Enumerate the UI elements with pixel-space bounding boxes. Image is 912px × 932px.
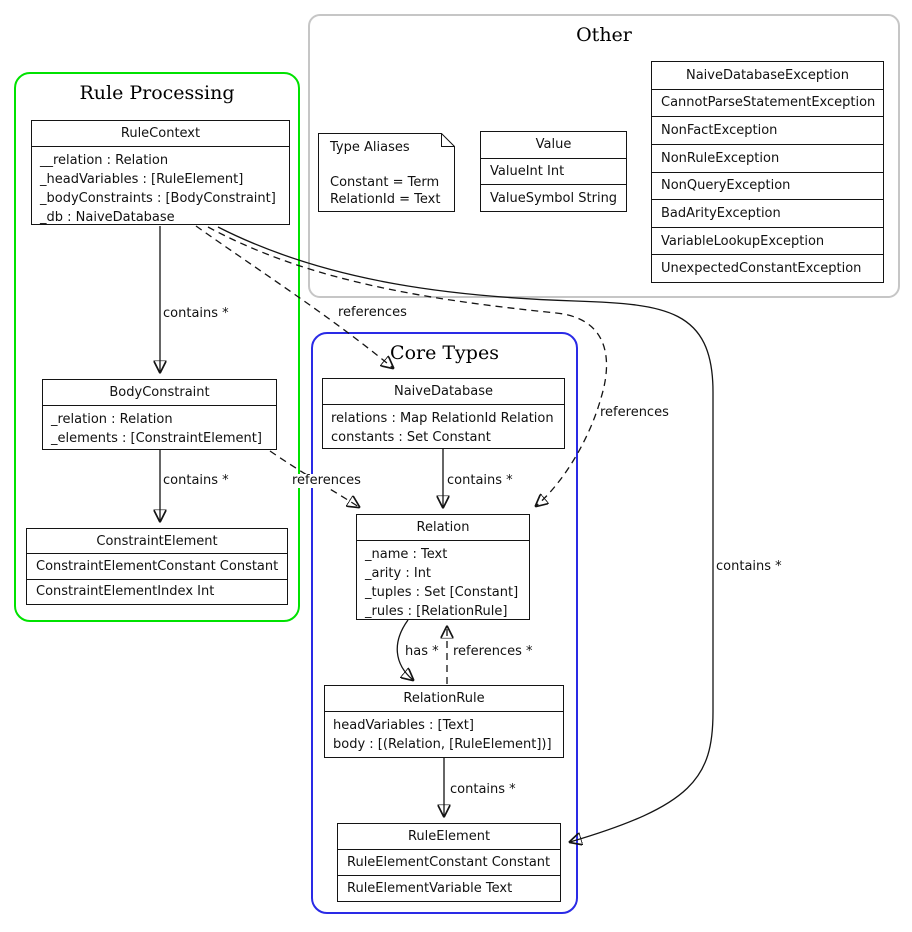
class-box-naivedatabase: NaiveDatabase relations : Map RelationId… (322, 378, 565, 449)
class-title-naivedatabase: NaiveDatabase (323, 379, 564, 405)
field: _rules : [RelationRule] (365, 604, 508, 619)
note-fold-icon (441, 133, 455, 147)
class-title-relationrule: RelationRule (325, 686, 563, 712)
field: constants : Set Constant (331, 430, 491, 445)
field: _headVariables : [RuleElement] (40, 172, 244, 187)
field: __relation : Relation (40, 153, 169, 168)
variant-row: NonQueryException (652, 173, 883, 201)
edge-label-contains: contains * (715, 559, 783, 574)
field: body : [(Relation, [RuleElement])] (333, 737, 552, 752)
class-title-rulecontext: RuleContext (32, 121, 289, 147)
field: _tuples : Set [Constant] (365, 585, 519, 600)
class-title-ruleelement: RuleElement (338, 824, 560, 850)
class-box-value: Value ValueInt Int ValueSymbol String (480, 131, 627, 212)
variant-row: ConstraintElementIndex Int (36, 584, 215, 600)
note-alias: Constant = Term (330, 175, 440, 190)
class-title-constraintelement: ConstraintElement (27, 529, 287, 555)
class-box-bodyconstraint: BodyConstraint _relation : Relation _ele… (42, 379, 277, 450)
variant-row: ValueSymbol String (490, 190, 618, 206)
class-box-naivedatabaseexception: NaiveDatabaseException CannotParseStatem… (651, 61, 884, 283)
note-type-aliases: Type Aliases Constant = Term RelationId … (318, 133, 455, 212)
field: headVariables : [Text] (333, 718, 474, 733)
class-title-naivedatabaseexception: NaiveDatabaseException (652, 62, 883, 90)
variant-row: CannotParseStatementException (652, 90, 883, 118)
field: _bodyConstraints : [BodyConstraint] (40, 191, 276, 206)
variant-row: BadArityException (652, 200, 883, 228)
edge-label-references: references (337, 305, 408, 320)
variant-row: UnexpectedConstantException (661, 261, 862, 277)
group-title-other: Other (576, 24, 632, 46)
class-fields-rulecontext: __relation : Relation _headVariables : [… (32, 147, 289, 227)
variant-row: NonFactException (652, 117, 883, 145)
class-box-relationrule: RelationRule headVariables : [Text] body… (324, 685, 564, 758)
note-title: Type Aliases (330, 140, 410, 155)
variant-row: ConstraintElementConstant Constant (27, 554, 287, 580)
class-box-constraintelement: ConstraintElement ConstraintElementConst… (26, 528, 288, 605)
field: relations : Map RelationId Relation (331, 411, 554, 426)
field: _arity : Int (365, 566, 432, 581)
class-fields-relationrule: headVariables : [Text] body : [(Relation… (325, 712, 563, 757)
variant-row: VariableLookupException (652, 228, 883, 256)
class-fields-naivedatabase: relations : Map RelationId Relation cons… (323, 405, 564, 448)
class-box-rulecontext: RuleContext __relation : Relation _headV… (31, 120, 290, 225)
group-title-rule-processing: Rule Processing (79, 82, 235, 104)
class-fields-bodyconstraint: _relation : Relation _elements : [Constr… (43, 406, 276, 449)
class-fields-relation: _name : Text _arity : Int _tuples : Set … (357, 541, 529, 621)
field: _relation : Relation (51, 412, 173, 427)
class-title-relation: Relation (357, 515, 529, 541)
field: _elements : [ConstraintElement] (51, 431, 262, 446)
field: _name : Text (365, 547, 448, 562)
class-title-bodyconstraint: BodyConstraint (43, 380, 276, 406)
variant-row: RuleElementConstant Constant (338, 850, 560, 876)
class-title-value: Value (481, 132, 626, 159)
note-outline (318, 133, 455, 212)
note-alias: RelationId = Text (330, 192, 441, 207)
edge-label-contains: contains * (162, 473, 230, 488)
variant-row: ValueInt Int (481, 159, 626, 186)
field: _db : NaiveDatabase (40, 210, 175, 225)
edge-label-contains: contains * (449, 782, 517, 797)
group-title-core-types: Core Types (390, 342, 499, 364)
edge-label-references: references (291, 473, 362, 488)
variant-row: RuleElementVariable Text (347, 881, 513, 896)
class-box-relation: Relation _name : Text _arity : Int _tupl… (356, 514, 530, 620)
edge-label-references: references (599, 405, 670, 420)
variant-row: NonRuleException (652, 145, 883, 173)
edge-label-contains: contains * (162, 306, 230, 321)
class-box-ruleelement: RuleElement RuleElementConstant Constant… (337, 823, 561, 902)
edge-label-references-star: references * (452, 644, 534, 659)
edge-label-has: has * (404, 644, 440, 659)
edge-label-contains: contains * (446, 473, 514, 488)
